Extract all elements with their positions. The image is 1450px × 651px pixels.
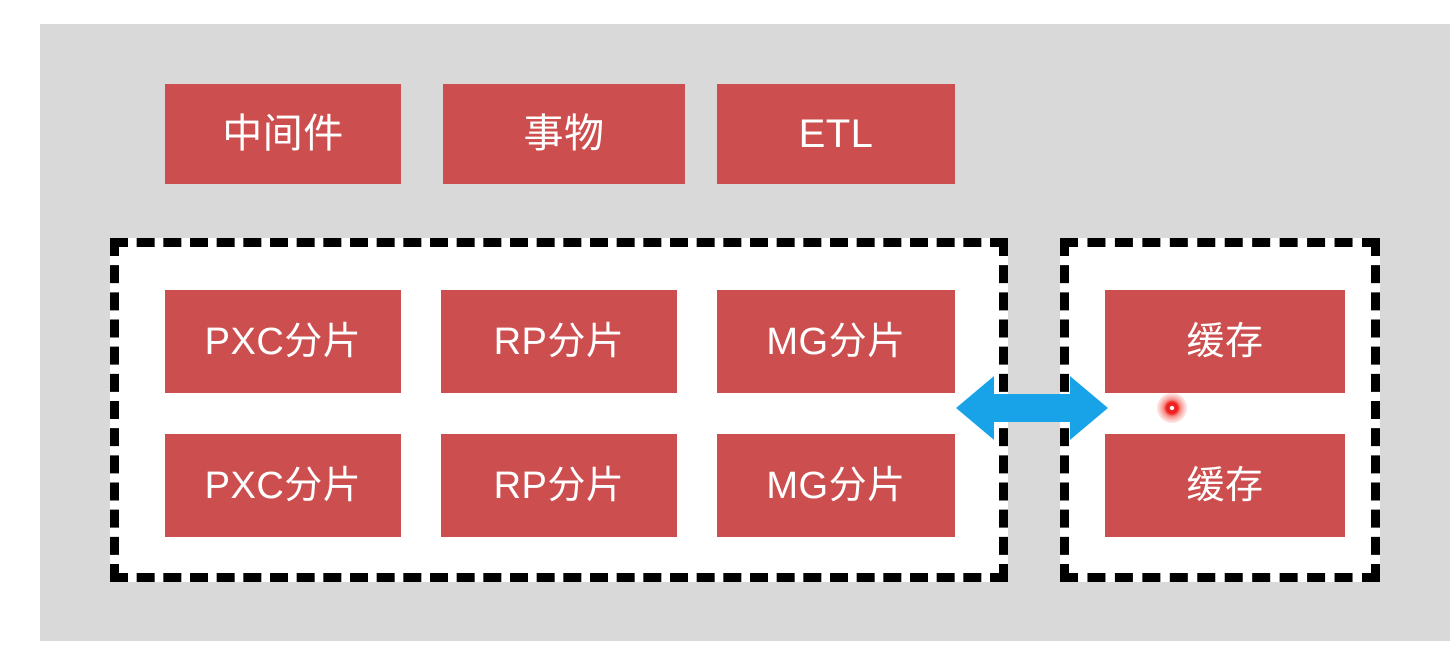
service-box-middleware[interactable]: 中间件	[165, 84, 401, 184]
shard-box-rp-2-label: RP分片	[493, 464, 625, 507]
shard-box-mg-1-label: MG分片	[766, 320, 906, 363]
cache-box-2[interactable]: 缓存	[1105, 434, 1345, 537]
service-box-transaction-label: 事物	[523, 112, 605, 156]
service-box-etl-label: ETL	[798, 112, 874, 156]
cache-box-1-label: 缓存	[1186, 320, 1264, 363]
bidirectional-arrow-icon	[956, 376, 1108, 440]
shard-box-mg-2-label: MG分片	[766, 464, 906, 507]
shard-box-rp-2[interactable]: RP分片	[441, 434, 677, 537]
shard-box-pxc-1[interactable]: PXC分片	[165, 290, 401, 393]
shard-box-rp-1-label: RP分片	[493, 320, 625, 363]
service-box-etl[interactable]: ETL	[717, 84, 955, 184]
laser-pointer-dot	[1157, 393, 1187, 423]
bidirectional-arrow	[956, 372, 1108, 444]
cache-box-1[interactable]: 缓存	[1105, 290, 1345, 393]
shard-box-mg-1[interactable]: MG分片	[717, 290, 955, 393]
cache-box-2-label: 缓存	[1186, 464, 1264, 507]
shard-box-pxc-1-label: PXC分片	[204, 320, 362, 363]
shard-box-rp-1[interactable]: RP分片	[441, 290, 677, 393]
shard-box-pxc-2-label: PXC分片	[204, 464, 362, 507]
shard-box-mg-2[interactable]: MG分片	[717, 434, 955, 537]
shard-box-pxc-2[interactable]: PXC分片	[165, 434, 401, 537]
service-box-middleware-label: 中间件	[222, 112, 344, 156]
service-box-transaction[interactable]: 事物	[443, 84, 685, 184]
